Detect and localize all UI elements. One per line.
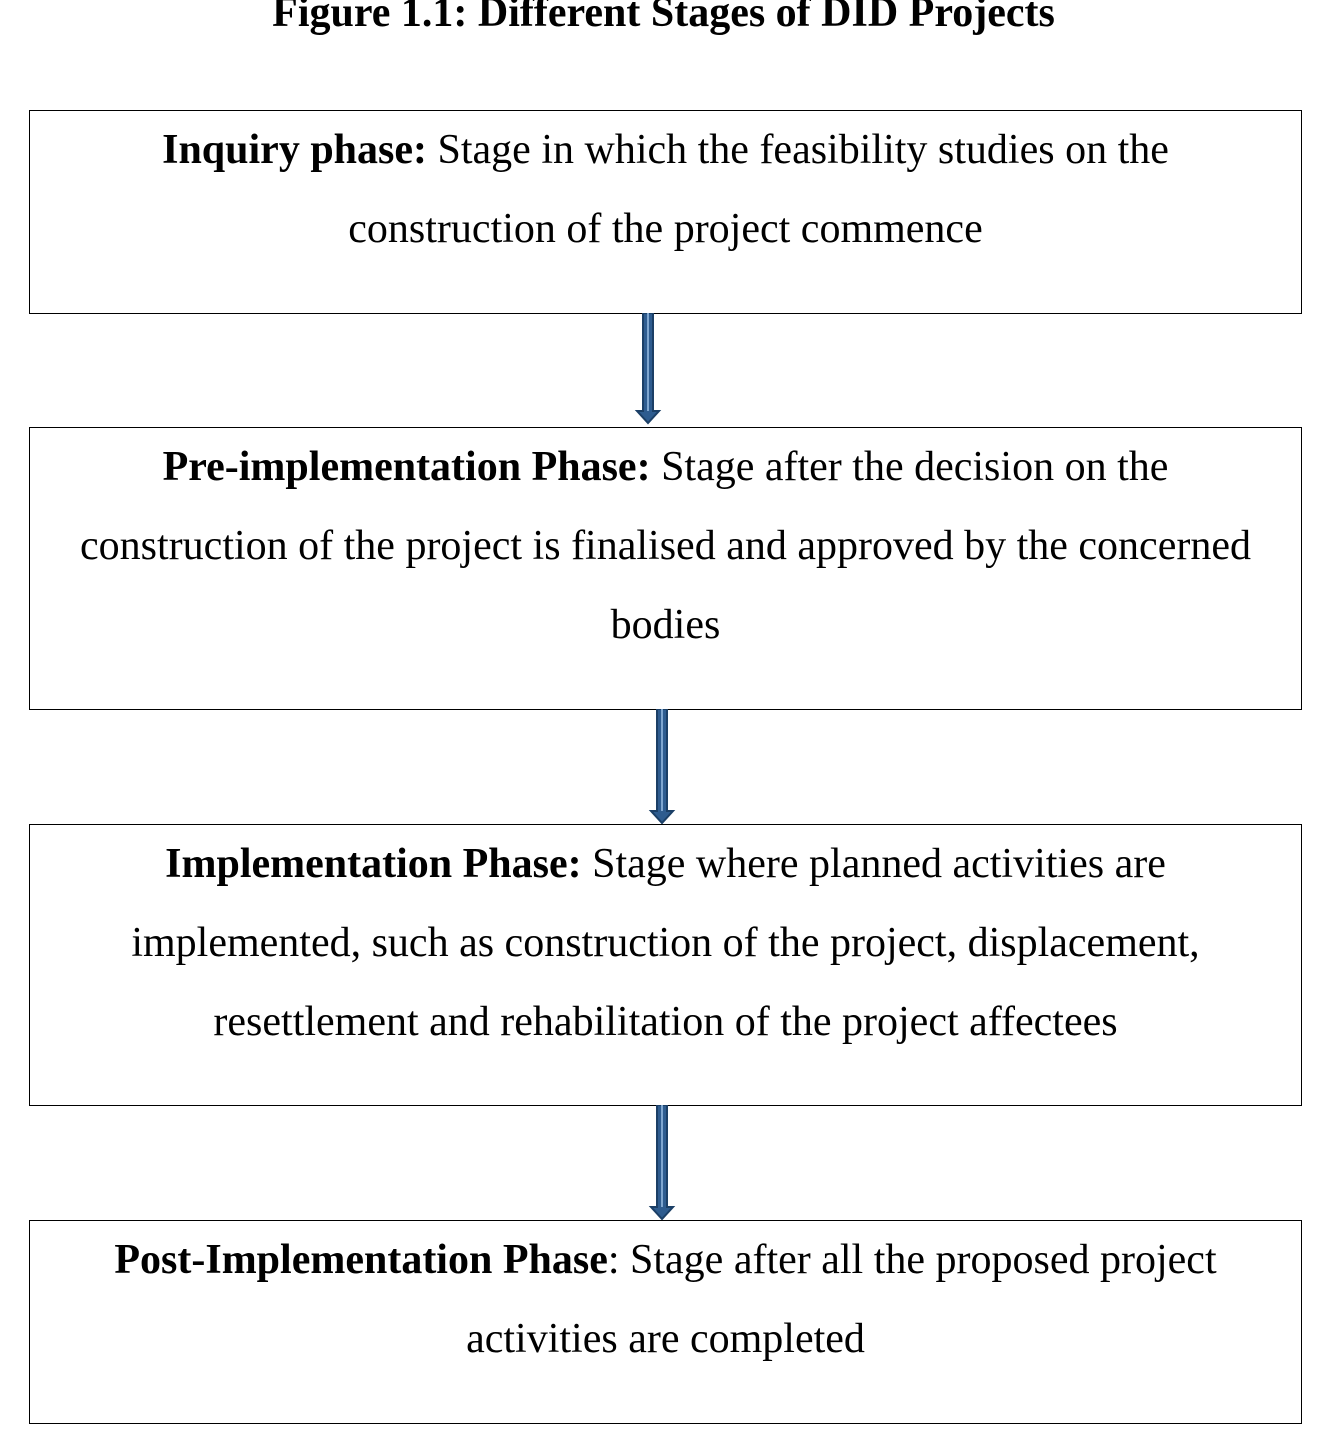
stage-box-post-implementation: Post-Implementation Phase: Stage after a… (29, 1220, 1302, 1424)
stage-heading: Pre-implementation Phase: (162, 444, 651, 490)
stage-heading: Inquiry phase: (162, 127, 428, 173)
stage-heading: Implementation Phase: (165, 841, 582, 887)
down-arrow-icon (634, 313, 662, 425)
stage-box-implementation: Implementation Phase: Stage where planne… (29, 824, 1302, 1106)
stage-description: Stage after the decision on the construc… (80, 444, 1251, 648)
down-arrow-icon (648, 1105, 676, 1221)
stage-separator (582, 841, 593, 887)
stage-separator (427, 127, 438, 173)
stage-heading: Post-Implementation Phase (114, 1237, 608, 1283)
stage-box-pre-implementation: Pre-implementation Phase: Stage after th… (29, 427, 1302, 710)
stage-description: Stage in which the feasibility studies o… (348, 127, 1169, 252)
stage-description: Stage after all the proposed project act… (466, 1237, 1217, 1362)
stage-box-inquiry: Inquiry phase: Stage in which the feasib… (29, 110, 1302, 314)
figure-title: Figure 1.1: Different Stages of DID Proj… (272, 0, 1055, 36)
stage-separator (651, 444, 662, 490)
down-arrow-icon (648, 709, 676, 825)
stage-description: Stage where planned activities are imple… (131, 841, 1200, 1045)
stage-separator: : (607, 1237, 631, 1283)
